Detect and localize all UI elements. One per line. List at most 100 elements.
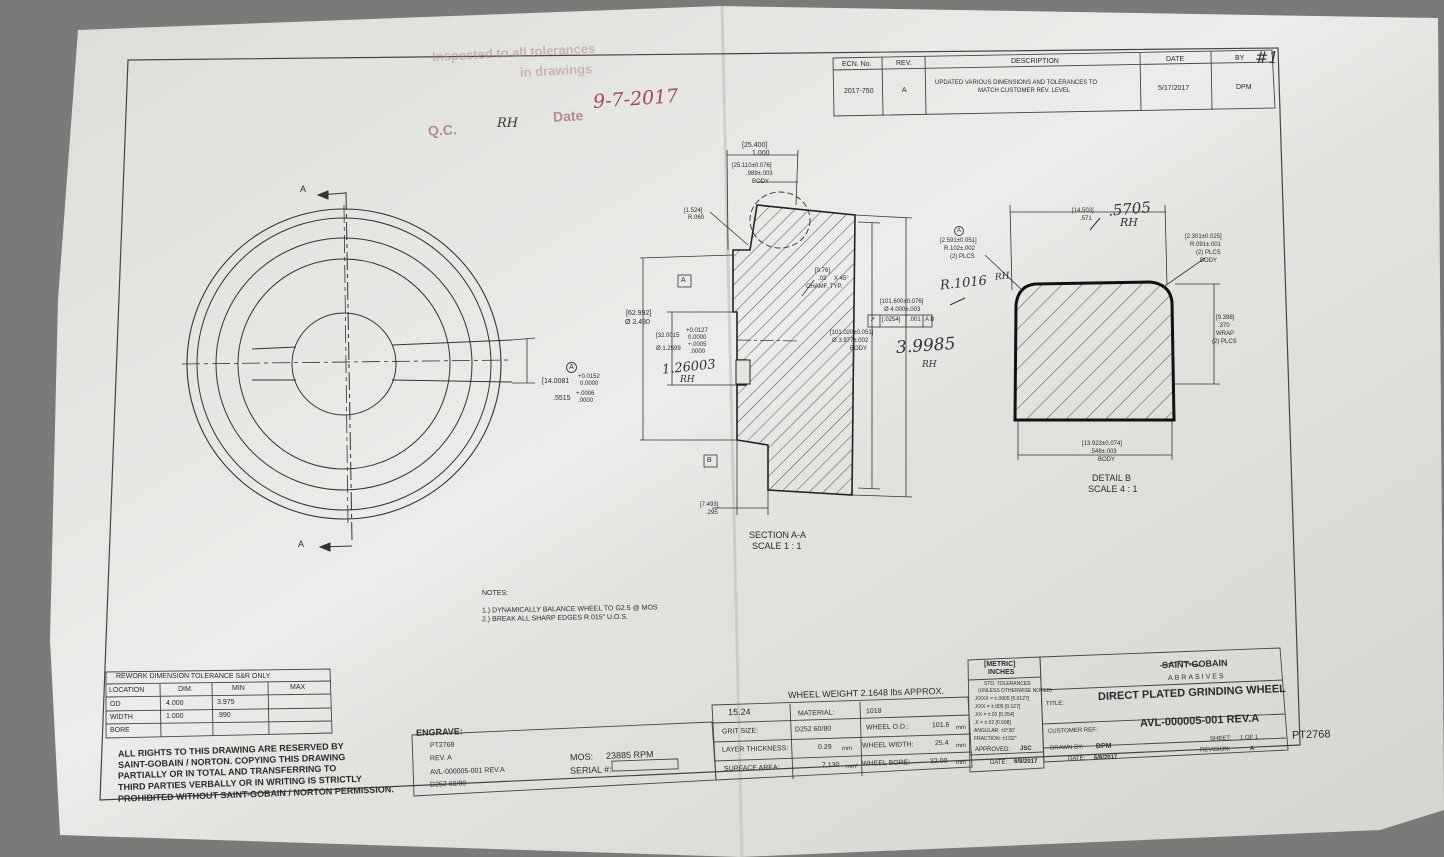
drawn-date-value: 6/8/2017 bbox=[1093, 754, 1118, 762]
engrave-line-4: D252 60/80 bbox=[429, 780, 467, 789]
body-od-metric: [101.020±0.051] bbox=[830, 330, 874, 336]
spec-grit-value: D252 60/80 bbox=[794, 725, 832, 734]
detail-right-r-plcs: (2) PLCS bbox=[1196, 250, 1221, 256]
rework-row-od-location: OD bbox=[110, 701, 121, 708]
units-tol-5: ANGULAR: ±0°30' bbox=[974, 728, 1015, 734]
units-tol-6: FRACTION: ±1/32" bbox=[974, 736, 1017, 742]
drawn-date-label: DATE: bbox=[1067, 755, 1086, 763]
chamf-angle: X 45° bbox=[834, 276, 849, 282]
spec-bore-unit: mm bbox=[955, 759, 967, 767]
width-metric: [25.400] bbox=[742, 142, 768, 149]
rework-row-width-min: .990 bbox=[217, 712, 231, 719]
corner-inch: R.060 bbox=[688, 215, 705, 221]
units-std-1: STD. TOLERANCES bbox=[984, 681, 1031, 687]
bore-dia-inch: Ø 1.2599 bbox=[656, 346, 681, 352]
bore-dia-metric: [32.0015 bbox=[656, 333, 680, 339]
bore-dia-inch-plus: +.0005 bbox=[688, 342, 707, 348]
drawing-border bbox=[99, 47, 1301, 801]
title-label: TITLE: bbox=[1045, 700, 1065, 708]
detail-view bbox=[984, 204, 1220, 460]
rev-by-value: DPM bbox=[1236, 84, 1252, 91]
units-date-value: 6/8/2017 bbox=[1014, 759, 1038, 765]
rev-header-by: BY bbox=[1235, 55, 1245, 62]
rework-row-od-dim: 4.000 bbox=[166, 700, 184, 707]
rework-title: REWORK DIMENSION TOLERANCE S&R ONLY bbox=[116, 673, 271, 680]
units-date-label: DATE: bbox=[990, 760, 1008, 766]
rework-header-min: MIN bbox=[232, 685, 245, 692]
spec-bore-label: WHEEL BORE: bbox=[861, 759, 911, 768]
units-tol-3: .XX = ±.01 [0.254] bbox=[974, 712, 1015, 718]
units-std-2: (UNLESS OTHERWISE NOTED) bbox=[978, 688, 1052, 694]
qc-date-label: Date bbox=[552, 107, 584, 125]
drawn-label: DRAWN BY: bbox=[1049, 744, 1084, 752]
rework-row-width-dim: 1.000 bbox=[166, 713, 184, 720]
engrave-mos-value: 23885 RPM bbox=[605, 749, 654, 761]
detail-wrap-plcs: (2) PLCS bbox=[1212, 339, 1237, 345]
units-approved-value: JSC bbox=[1020, 746, 1032, 752]
engrave-serial-label: SERIAL #: bbox=[569, 764, 612, 776]
rev-desc-line1: UPDATED VARIOUS DIMENSIONS AND TOLERANCE… bbox=[935, 80, 1098, 86]
units-title-1: [METRIC] bbox=[984, 661, 1016, 668]
runout-metric: [.0254] bbox=[882, 317, 901, 323]
revision-label: REVISION: bbox=[1199, 746, 1231, 754]
hub-dia-metric: [62.992] bbox=[626, 310, 652, 317]
front-circle-a: A bbox=[566, 362, 577, 373]
body-width-label: BODY bbox=[752, 179, 770, 185]
units-tol-1: .XXXX = ±.0005 [0.0127] bbox=[974, 696, 1030, 702]
rework-table-grid bbox=[105, 668, 333, 739]
front-view bbox=[181, 204, 536, 526]
chamf-metric: [0.76] bbox=[815, 268, 831, 274]
serial-input[interactable] bbox=[612, 762, 678, 772]
od-metric: [101.600±0.076] bbox=[880, 299, 924, 305]
hand-r-initials: RH bbox=[994, 271, 1011, 283]
rework-header-dim: DIM. bbox=[178, 686, 193, 693]
bore-dia-metric-plus: +0.0127 bbox=[686, 328, 708, 334]
spec-od-label: WHEEL O.D.: bbox=[865, 723, 910, 732]
engrave-title: ENGRAVE: bbox=[415, 726, 463, 738]
detail-wrap-metric: [9.398] bbox=[1216, 315, 1235, 321]
spec-width-label: WHEEL WIDTH: bbox=[861, 741, 914, 750]
engrave-mos-label: MOS: bbox=[569, 751, 594, 763]
front-bore-inch-minus: .0000 bbox=[578, 398, 594, 404]
detail-top-inch: .571 bbox=[1080, 216, 1092, 222]
sheet-label: SHEET: bbox=[1209, 735, 1232, 743]
front-bore-metric-plus: +0.0152 bbox=[578, 374, 600, 380]
hand-top-initials: RH bbox=[1120, 216, 1138, 229]
front-bore-metric-minus: 0.0000 bbox=[580, 381, 599, 387]
spec-od-unit: mm bbox=[955, 724, 967, 732]
body-od-inch: Ø 3.977±.002 bbox=[832, 338, 869, 344]
spec-area-unit: mm² bbox=[845, 763, 859, 771]
detail-right-r-metric: [2.301±0.025] bbox=[1185, 234, 1222, 240]
hand-bore-initials: RH bbox=[680, 375, 695, 385]
rev-rev-value: A bbox=[902, 87, 907, 94]
detail-left-r-metric: [2.591±0.051] bbox=[940, 238, 977, 244]
section-scale: SCALE 1 : 1 bbox=[752, 541, 802, 551]
detail-right-r-label: BODY bbox=[1200, 258, 1218, 264]
spec-material-label: MATERIAL: bbox=[797, 709, 835, 718]
units-title-2: INCHES bbox=[988, 669, 1015, 676]
runout-inch: .001 bbox=[909, 317, 921, 323]
spec-width-value: 25.4 bbox=[934, 739, 949, 748]
body-od-label: BODY bbox=[850, 346, 868, 352]
detail-top-metric: [14.503] bbox=[1072, 208, 1094, 214]
qc-initials: RH bbox=[497, 116, 519, 131]
body-width-metric: [25.110±0.076] bbox=[732, 163, 772, 169]
detail-title: DETAIL B bbox=[1092, 473, 1132, 483]
section-title: SECTION A-A bbox=[749, 530, 807, 540]
runout-symbol: ↗ bbox=[870, 317, 876, 323]
revision-block-grid bbox=[832, 49, 1276, 117]
spec-material-value: 1018 bbox=[865, 707, 882, 716]
section-view bbox=[639, 149, 933, 515]
title-strip-grid bbox=[411, 647, 1289, 797]
section-marker-top: A bbox=[300, 184, 307, 194]
rework-header-location: LOCATION bbox=[109, 687, 145, 694]
sheet-value: 1 OF 1 bbox=[1239, 734, 1259, 742]
drawn-value: DPM bbox=[1095, 742, 1112, 751]
bore-dia-inch-minus: .0000 bbox=[690, 349, 706, 355]
rev-desc-line2: MATCH CUSTOMER REV. LEVEL bbox=[978, 88, 1071, 94]
rework-row-od-min: 3.975 bbox=[217, 699, 235, 706]
rework-row-bore-location: BORE bbox=[110, 727, 130, 734]
notes-heading: NOTES: bbox=[482, 590, 509, 597]
hand-od-value: 3.9985 bbox=[895, 333, 957, 359]
